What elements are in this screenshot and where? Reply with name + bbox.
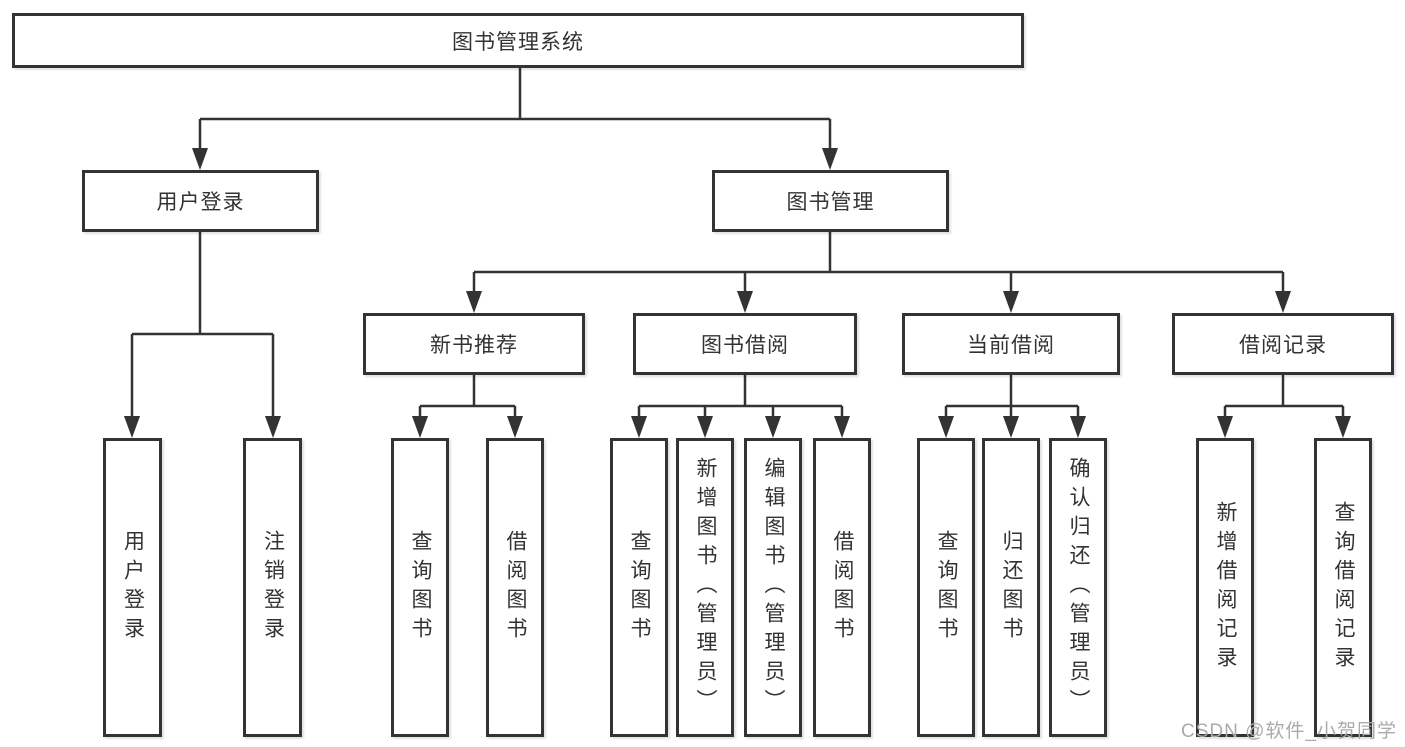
leaf-return-book: 归还图书	[982, 438, 1040, 737]
node-user-login-label: 用户登录	[156, 191, 245, 214]
leaf-query-borrow-record: 查询借阅记录	[1314, 438, 1372, 737]
leaf-query-books-current-label: 查询图书	[935, 529, 958, 646]
leaf-edit-book-admin: 编辑图书（管理员）	[744, 438, 802, 737]
leaf-add-book-admin: 新增图书（管理员）	[676, 438, 734, 737]
leaf-edit-book-admin-label: 编辑图书（管理员）	[762, 457, 785, 718]
leaf-user-login-label: 用户登录	[121, 529, 145, 646]
leaf-add-borrow-record: 新增借阅记录	[1196, 438, 1254, 737]
node-borrowing-records: 借阅记录	[1172, 313, 1394, 375]
leaf-query-books-current: 查询图书	[917, 438, 975, 737]
node-root-system-label: 图书管理系统	[452, 30, 584, 54]
leaf-query-books-recommend-label: 查询图书	[409, 529, 432, 646]
leaf-return-book-label: 归还图书	[1000, 529, 1023, 646]
leaf-borrow-books: 借阅图书	[813, 438, 871, 737]
node-new-book-recommend-label: 新书推荐	[430, 334, 518, 357]
leaf-query-books-recommend: 查询图书	[391, 438, 449, 737]
leaf-add-borrow-record-label: 新增借阅记录	[1214, 500, 1237, 675]
node-current-borrowing: 当前借阅	[902, 313, 1120, 375]
arrowhead-icons	[124, 148, 1351, 438]
node-book-management-label: 图书管理	[786, 191, 875, 214]
leaf-logout-label: 注销登录	[261, 529, 285, 646]
leaf-user-login: 用户登录	[103, 438, 162, 737]
node-book-borrowing: 图书借阅	[633, 313, 857, 375]
node-new-book-recommend: 新书推荐	[363, 313, 585, 375]
leaf-add-book-admin-label: 新增图书（管理员）	[694, 457, 717, 718]
branch-lines	[130, 68, 1345, 421]
node-user-login: 用户登录	[82, 170, 319, 232]
node-current-borrowing-label: 当前借阅	[967, 334, 1055, 357]
leaf-query-books-borrowing: 查询图书	[610, 438, 668, 737]
leaf-query-borrow-record-label: 查询借阅记录	[1332, 500, 1355, 675]
leaf-confirm-return-admin: 确认归还（管理员）	[1049, 438, 1107, 737]
node-book-management: 图书管理	[712, 170, 949, 232]
leaf-borrow-books-recommend-label: 借阅图书	[504, 529, 527, 646]
node-borrowing-records-label: 借阅记录	[1239, 334, 1327, 357]
leaf-query-books-borrowing-label: 查询图书	[628, 529, 651, 646]
node-book-borrowing-label: 图书借阅	[701, 334, 789, 357]
leaf-logout: 注销登录	[243, 438, 302, 737]
leaf-confirm-return-admin-label: 确认归还（管理员）	[1067, 457, 1090, 718]
csdn-watermark: CSDN @软件_小贺同学	[1181, 721, 1397, 742]
node-root-system: 图书管理系统	[12, 13, 1024, 68]
leaf-borrow-books-recommend: 借阅图书	[486, 438, 544, 737]
leaf-borrow-books-label: 借阅图书	[831, 529, 854, 646]
